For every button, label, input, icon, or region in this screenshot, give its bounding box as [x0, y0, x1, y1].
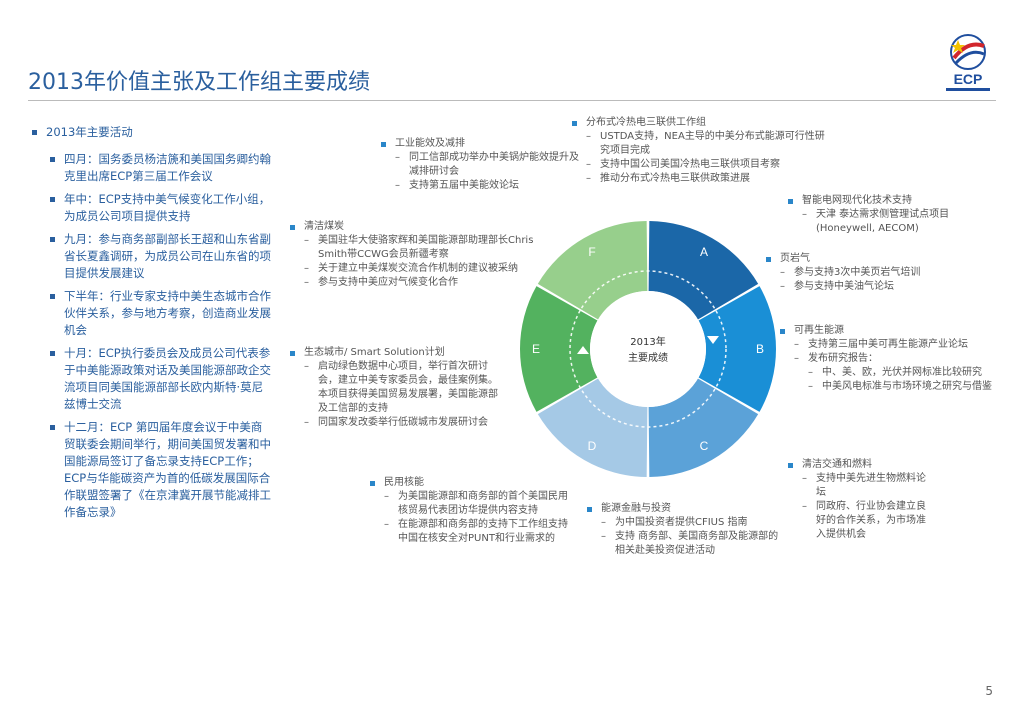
ring-segment-b	[698, 286, 776, 412]
block-item: 关于建立中美煤炭交流合作机制的建议被采纳	[290, 262, 545, 276]
block-finance: 能源金融与投资 为中国投资者提供CFIUS 指南 支持 商务部、美国商务部及能源…	[587, 502, 787, 558]
block-eco-city: 生态城市/ Smart Solution计划 启动绿色数据中心项目，举行首次研讨…	[290, 346, 505, 430]
block-item: 参与支持中美油气论坛	[766, 280, 976, 294]
block-heading: 生态城市/ Smart Solution计划	[290, 346, 505, 360]
block-item: 支持 商务部、美国商务部及能源部的相关赴美投资促进活动	[587, 530, 787, 558]
block-heading: 分布式冷热电三联供工作组	[572, 116, 832, 130]
block-item: 为中国投资者提供CFIUS 指南	[587, 516, 787, 530]
block-item: 启动绿色数据中心项目，举行首次研讨会，建立中美专家委员会，最佳案例集。本项目获得…	[290, 360, 505, 416]
block-heading: 清洁煤炭	[290, 220, 545, 234]
activity-item: 年中：ECP支持中美气候变化工作小组，为成员公司项目提供支持	[46, 191, 273, 225]
block-heading: 清洁交通和燃料	[788, 458, 928, 472]
ring-segment-d	[537, 378, 648, 477]
ring-segment-label: D	[588, 439, 597, 453]
ring-segment-label: C	[700, 439, 709, 453]
page-title: 2013年价值主张及工作组主要成绩	[28, 70, 370, 95]
block-coal: 清洁煤炭 美国驻华大使骆家辉和美国能源部助理部长Chris Smith带CCWG…	[290, 220, 545, 290]
ring-segment-a	[648, 221, 759, 320]
cycle-arrow-icon	[577, 346, 589, 354]
svg-text:ECP: ECP	[954, 71, 983, 87]
block-heading: 民用核能	[370, 476, 575, 490]
block-cchp: 分布式冷热电三联供工作组 USTDA支持，NEA主导的中美分布式能源可行性研究项…	[572, 116, 832, 186]
block-heading: 页岩气	[766, 252, 976, 266]
block-item: 支持第五届中美能效论坛	[381, 179, 581, 193]
block-item: 同工信部成功举办中美锅炉能效提升及减排研讨会	[381, 151, 581, 179]
ring-segment-label: F	[588, 245, 595, 259]
center-label: 主要成绩	[628, 351, 668, 364]
block-item: 为美国能源部和商务部的首个美国民用核贸易代表团访华提供内容支持	[370, 490, 575, 518]
block-item: USTDA支持，NEA主导的中美分布式能源可行性研究项目完成	[572, 130, 832, 158]
title-divider	[28, 100, 996, 101]
block-subitem: 中美风电标准与市场环境之研究与借鉴	[780, 380, 1010, 394]
ring-segment-c	[648, 378, 759, 477]
activity-item: 十月：ECP执行委员会及成员公司代表参于中美能源政策对话及美国能源部政企交流项目…	[46, 345, 273, 413]
block-item: 支持中美先进生物燃料论坛	[788, 472, 928, 500]
block-industry: 工业能效及减排 同工信部成功举办中美锅炉能效提升及减排研讨会 支持第五届中美能效…	[381, 137, 581, 193]
ring-segment-label: A	[700, 245, 708, 259]
block-item: 同国家发改委举行低碳城市发展研讨会	[290, 416, 505, 430]
activity-item: 九月：参与商务部副部长王超和山东省副省长夏鑫调研，为成员公司在山东省的项目提供发…	[46, 231, 273, 282]
block-item: 推动分布式冷热电三联供政策进展	[572, 172, 832, 186]
block-heading: 可再生能源	[780, 324, 1010, 338]
cycle-arrow-icon	[707, 336, 719, 344]
block-nuclear: 民用核能 为美国能源部和商务部的首个美国民用核贸易代表团访华提供内容支持 在能源…	[370, 476, 575, 546]
activity-item: 十二月：ECP 第四届年度会议于中美商贸联委会期间举行，期间美国贸发署和中国能源…	[46, 419, 273, 521]
ring-segment-f	[537, 221, 648, 320]
achievement-ring: 2013年 主要成绩 A B C D E F	[513, 214, 783, 484]
block-subitem: 中、美、欧，光伏并网标准比较研究	[780, 366, 1010, 380]
ring-segment-label: E	[532, 342, 540, 356]
block-shale-gas: 页岩气 参与支持3次中美页岩气培训 参与支持中美油气论坛	[766, 252, 976, 294]
ring-segment-e	[520, 286, 598, 412]
ecp-logo: ECP	[938, 30, 998, 98]
block-heading: 智能电网现代化技术支持	[788, 194, 998, 208]
block-item: 参与支持中美应对气候变化合作	[290, 276, 545, 290]
activities-heading: 2013年主要活动 四月：国务委员杨洁篪和美国国务卿约翰克里出席ECP第三届工作…	[28, 124, 273, 521]
block-item: 在能源部和商务部的支持下工作组支持中国在核安全对PUNT和行业需求的	[370, 518, 575, 546]
activity-item: 下半年：行业专家支持中美生态城市合作伙伴关系，参与地方考察，创造商业发展机会	[46, 288, 273, 339]
activity-item: 四月：国务委员杨洁篪和美国国务卿约翰克里出席ECP第三届工作会议	[46, 151, 273, 185]
block-item: 天津 泰达需求侧管理试点项目 (Honeywell, AECOM)	[788, 208, 998, 236]
block-renewables: 可再生能源 支持第三届中美可再生能源产业论坛 发布研究报告： 中、美、欧，光伏并…	[780, 324, 1010, 394]
block-heading: 能源金融与投资	[587, 502, 787, 516]
block-item: 参与支持3次中美页岩气培训	[766, 266, 976, 280]
block-clean-transport: 清洁交通和燃料 支持中美先进生物燃料论坛 同政府、行业协会建立良好的合作关系，为…	[788, 458, 928, 542]
block-item: 美国驻华大使骆家辉和美国能源部助理部长Chris Smith带CCWG会员新疆考…	[290, 234, 545, 262]
annual-activities: 2013年主要活动 四月：国务委员杨洁篪和美国国务卿约翰克里出席ECP第三届工作…	[28, 124, 273, 531]
block-item: 发布研究报告：	[780, 352, 1010, 366]
block-item: 支持第三届中美可再生能源产业论坛	[780, 338, 1010, 352]
page-number: 5	[985, 684, 993, 698]
block-smart-grid: 智能电网现代化技术支持 天津 泰达需求侧管理试点项目 (Honeywell, A…	[788, 194, 998, 236]
center-label: 2013年	[630, 335, 665, 348]
block-item: 同政府、行业协会建立良好的合作关系，为市场准入提供机会	[788, 500, 928, 542]
block-heading: 工业能效及减排	[381, 137, 581, 151]
block-item: 支持中国公司美国冷热电三联供项目考察	[572, 158, 832, 172]
ring-segment-label: B	[756, 342, 764, 356]
